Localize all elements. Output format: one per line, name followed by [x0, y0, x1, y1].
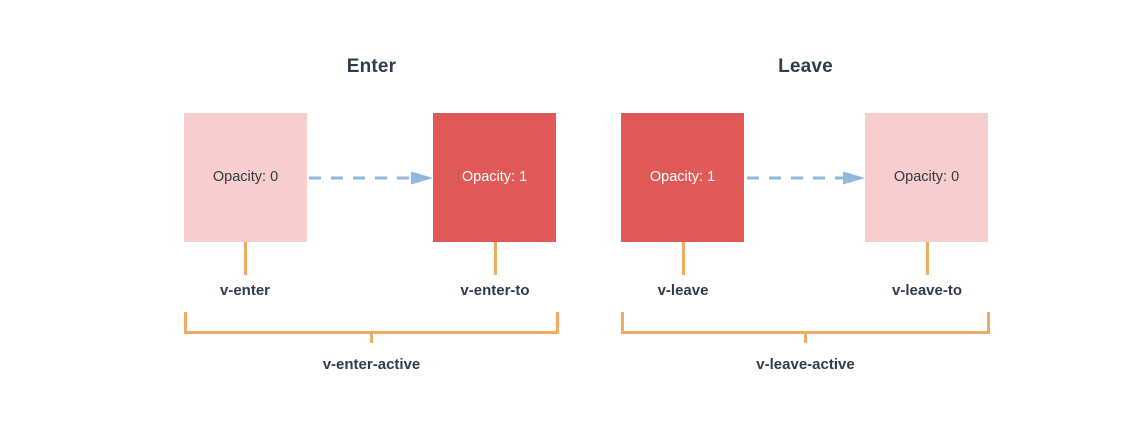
enter-end-tag: v-enter-to: [460, 282, 530, 299]
leave-start-connector-line: [682, 242, 685, 275]
leave-dashed-arrow: [745, 171, 865, 185]
dashed-arrow-right-icon: [747, 171, 865, 185]
leave-start-box-label: Opacity: 1: [649, 169, 716, 186]
leave-start-box: Opacity: 1: [621, 113, 744, 242]
leave-end-connector-line: [926, 242, 929, 275]
leave-active-bracket: [621, 311, 990, 343]
enter-active-tag: v-enter-active: [322, 356, 421, 373]
leave-end-box: Opacity: 0: [865, 113, 988, 242]
enter-active-bracket: [184, 311, 559, 343]
enter-start-tag: v-enter: [219, 282, 271, 299]
leave-start-tag: v-leave: [657, 282, 709, 299]
leave-transition-group: Leave Opacity: 1 Opacity: 0 v-leave v-le…: [621, 0, 990, 447]
enter-dashed-arrow: [307, 171, 433, 185]
enter-end-box: Opacity: 1: [433, 113, 556, 242]
leave-end-tag: v-leave-to: [891, 282, 963, 299]
enter-group-title: Enter: [346, 56, 397, 77]
bracket-icon: [621, 312, 990, 343]
dashed-arrow-right-icon: [309, 171, 433, 185]
leave-group-title: Leave: [778, 56, 833, 77]
enter-end-box-label: Opacity: 1: [461, 169, 528, 186]
enter-start-box-label: Opacity: 0: [212, 169, 279, 186]
bracket-icon: [184, 312, 559, 343]
enter-start-connector-line: [244, 242, 247, 275]
leave-end-box-label: Opacity: 0: [893, 169, 960, 186]
enter-end-connector-line: [494, 242, 497, 275]
leave-active-tag: v-leave-active: [756, 356, 855, 373]
enter-transition-group: Enter Opacity: 0 Opacity: 1 v-enter v-en…: [184, 0, 559, 447]
enter-start-box: Opacity: 0: [184, 113, 307, 242]
